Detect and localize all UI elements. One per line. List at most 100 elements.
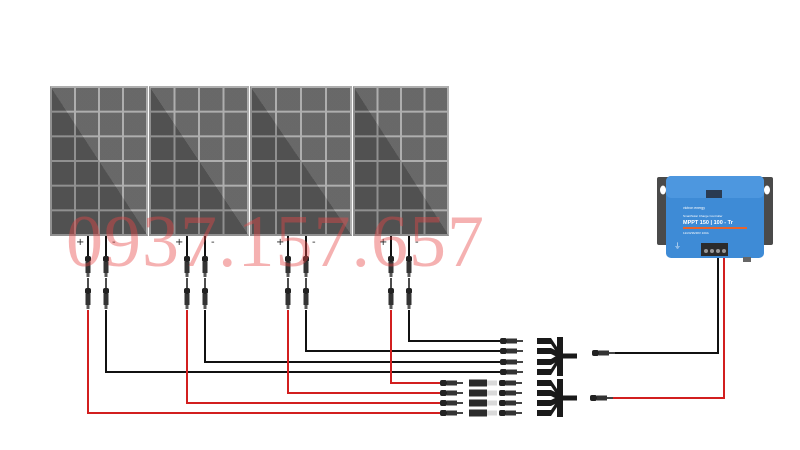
branch-leg (537, 338, 561, 359)
mc4-body (447, 380, 457, 386)
mc4-body (447, 390, 457, 396)
fuse-holder (469, 399, 487, 407)
branch-leg (537, 353, 561, 375)
branch-spine (557, 379, 563, 417)
terminal-2 (710, 249, 714, 253)
positive-extension-end-connector (440, 380, 463, 386)
fuse-window (487, 400, 497, 406)
plus-label: + (276, 237, 284, 248)
negative-extension-wire (105, 310, 500, 373)
positive-panel-connector (85, 256, 91, 277)
mc4-body (506, 390, 516, 396)
positive-extension-connector (388, 288, 394, 309)
positive-extension-wire (186, 310, 440, 404)
controller-spec: 12/24/36/48V 100A (683, 231, 709, 235)
positive-branch-input-connector (499, 410, 522, 416)
fuse-holder (469, 409, 487, 417)
mc4-pin (457, 382, 463, 384)
mount-hole-right (764, 185, 770, 195)
positive-extension-end-connector (440, 410, 463, 416)
mc4-tip (104, 305, 108, 309)
cable-gland (743, 257, 751, 262)
mc4-body (406, 294, 412, 305)
mc4-nut (592, 350, 599, 356)
mc4-pin (457, 412, 463, 414)
mc4-pin (517, 340, 523, 342)
inline-fuse (469, 399, 497, 407)
minus-label: - (112, 237, 116, 248)
positive-output-connector (590, 395, 613, 401)
mc4-tip (304, 273, 308, 277)
terminal-pv-plus (722, 249, 726, 253)
inline-fuse (469, 379, 497, 387)
mc4-body (506, 380, 516, 386)
inline-fuse (469, 389, 497, 397)
mc4-nut (103, 288, 109, 294)
positive-extension-wire (390, 310, 440, 384)
terminal-pv-minus (716, 249, 720, 253)
negative-extension-connector (103, 288, 109, 309)
fuse-window (487, 380, 497, 386)
mc4-nut (499, 380, 506, 386)
mc4-nut (388, 288, 394, 294)
ground-icon: ⏚ (674, 242, 681, 250)
negative-main-wire (615, 256, 719, 354)
mc4-nut (406, 256, 412, 262)
mc4-body (507, 348, 517, 354)
mc4-tip (203, 273, 207, 277)
mc4-body (507, 359, 517, 365)
mc4-tip (86, 273, 90, 277)
controller-brand: victron energy (683, 206, 705, 210)
mc4-pin (516, 412, 522, 414)
mc4-body (103, 294, 109, 305)
mc4-pin (517, 350, 523, 352)
mc4-body (202, 262, 208, 273)
positive-panel-connector (285, 256, 291, 277)
mc4-body (597, 395, 607, 401)
positive-extension-wire (287, 310, 440, 394)
mc4-tip (286, 305, 290, 309)
positive-branch-input-connector (499, 400, 522, 406)
mc4-body (507, 338, 517, 344)
mc4-nut (499, 390, 506, 396)
fuse-window (487, 390, 497, 396)
mc4-body (285, 294, 291, 305)
negative-branch-input-connector (500, 359, 523, 365)
mc4-nut (303, 256, 309, 262)
mc4-nut (103, 256, 109, 262)
mc4-body (303, 262, 309, 273)
mc4-body (85, 262, 91, 273)
negative-output-connector (592, 350, 615, 356)
positive-branch-input-connector (499, 390, 522, 396)
branch-leg (537, 353, 561, 365)
mc4-nut (184, 256, 190, 262)
minus-label: - (415, 237, 419, 248)
solar-panel-2: +- (149, 86, 249, 248)
minus-label: - (312, 237, 316, 248)
positive-panel-connector (388, 256, 394, 277)
phone-watermark: 0937.157.657 (66, 201, 485, 283)
positive-extension-connector (85, 288, 91, 309)
mc4-nut (285, 256, 291, 262)
fuse-window (487, 410, 497, 416)
panel-sheen (353, 86, 449, 236)
positive-panel-connector (184, 256, 190, 277)
solar-panel-1: +- (50, 86, 148, 248)
branch-leg (537, 395, 561, 406)
negative-extension-wire (408, 310, 500, 342)
positive-main-wire (613, 256, 725, 399)
mc4-body (447, 400, 457, 406)
branch-leg (537, 380, 561, 401)
mc4-nut (303, 288, 309, 294)
mc4-tip (389, 305, 393, 309)
mc4-nut (500, 338, 507, 344)
mc4-pin (609, 352, 615, 354)
negative-panel-connector (303, 256, 309, 277)
mc4-nut (202, 256, 208, 262)
panel-sheen (149, 86, 249, 236)
plus-label: + (379, 237, 387, 248)
mount-hole-left (660, 185, 666, 195)
mc4-tip (185, 273, 189, 277)
positive-branch-input-connector (499, 380, 522, 386)
